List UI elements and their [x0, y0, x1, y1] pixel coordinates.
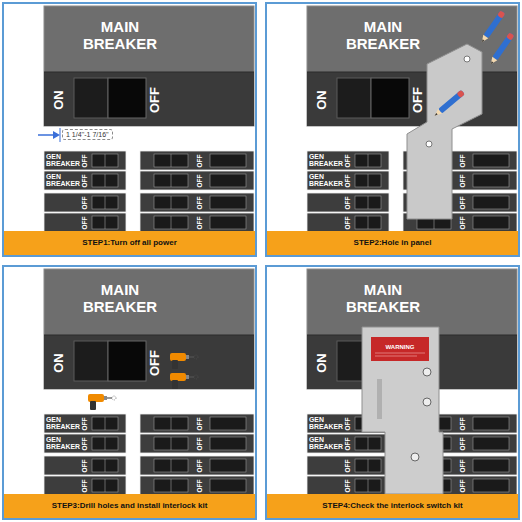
off-label: OFF — [344, 417, 351, 430]
breaker-label: GEN BREAKER — [46, 436, 79, 451]
off-label: OFF — [344, 459, 351, 472]
step-band: STEP1:Turn off all power — [4, 231, 255, 255]
switch-label: ON — [51, 353, 66, 373]
off-label: OFF — [344, 216, 351, 229]
breaker-label: GEN BREAKER — [46, 173, 79, 188]
breaker-title: MAIN BREAKER — [72, 18, 168, 53]
breaker-label: GEN BREAKER — [46, 153, 79, 168]
dimension-label: 1 1/4''-1 7/16'' — [62, 129, 113, 140]
off-label: OFF — [196, 154, 203, 167]
switch-label: ON — [314, 353, 329, 373]
off-label: OFF — [344, 154, 351, 167]
switch-label: ON — [51, 90, 66, 110]
off-label: OFF — [81, 459, 88, 472]
off-label: OFF — [81, 479, 88, 492]
step-caption: STEP3:Drill holes and install interlock … — [4, 494, 255, 518]
main-breaker: MAIN BREAKER ON OFF — [307, 6, 517, 126]
off-label: OFF — [196, 196, 203, 209]
step-panel: MAIN BREAKER ON OFF STEP2:Hole in panel GEN … — [265, 2, 520, 257]
off-label: OFF — [81, 417, 88, 430]
main-breaker: MAIN BREAKER ON — [307, 269, 517, 389]
off-label: OFF — [459, 417, 466, 430]
step-panel: MAIN BREAKER ON OFF STEP3:Drill holes and i… — [2, 265, 257, 520]
switch-label: OFF — [410, 87, 425, 113]
main-breaker: MAIN BREAKER ON OFF — [44, 269, 254, 389]
step-panel: MAIN BREAKER ON OFF STEP1:Turn off all powe… — [2, 2, 257, 257]
main-breaker: MAIN BREAKER ON OFF — [44, 6, 254, 126]
step-band: STEP3:Drill holes and install interlock … — [4, 494, 255, 518]
breaker-title: MAIN BREAKER — [72, 281, 168, 316]
breaker-label: GEN BREAKER — [46, 416, 79, 431]
off-label: OFF — [196, 459, 203, 472]
switch-label: ON — [314, 90, 329, 110]
breaker-label: GEN BREAKER — [309, 153, 342, 168]
off-label: OFF — [344, 437, 351, 450]
step-band: STEP4:Check the interlock switch kit — [267, 494, 518, 518]
off-label: OFF — [459, 437, 466, 450]
off-label: OFF — [196, 216, 203, 229]
switch-label: OFF — [147, 350, 162, 376]
switch-label: OFF — [147, 87, 162, 113]
off-label: OFF — [81, 174, 88, 187]
off-label: OFF — [344, 174, 351, 187]
breaker-title: MAIN BREAKER — [335, 18, 431, 53]
off-label: OFF — [81, 154, 88, 167]
breaker-label: GEN BREAKER — [309, 416, 342, 431]
off-label: OFF — [459, 459, 466, 472]
off-label: OFF — [81, 196, 88, 209]
step-caption: STEP2:Hole in panel — [267, 231, 518, 255]
off-label: OFF — [196, 174, 203, 187]
breaker-title: MAIN BREAKER — [335, 281, 431, 316]
off-label: OFF — [344, 479, 351, 492]
step-caption: STEP1:Turn off all power — [4, 231, 255, 255]
warning-label: WARNING — [386, 344, 415, 350]
off-label: OFF — [459, 479, 466, 492]
off-label: OFF — [459, 154, 466, 167]
off-label: OFF — [196, 417, 203, 430]
off-label: OFF — [344, 196, 351, 209]
off-label: OFF — [196, 437, 203, 450]
breaker-label: GEN BREAKER — [309, 436, 342, 451]
step-band: STEP2:Hole in panel — [267, 231, 518, 255]
step-panel: MAIN BREAKER ON STEP4:Check the interlock … — [265, 265, 520, 520]
off-label: OFF — [459, 196, 466, 209]
off-label: OFF — [81, 437, 88, 450]
step-caption: STEP4:Check the interlock switch kit — [267, 494, 518, 518]
off-label: OFF — [196, 479, 203, 492]
off-label: OFF — [459, 174, 466, 187]
off-label: OFF — [81, 216, 88, 229]
breaker-label: GEN BREAKER — [309, 173, 342, 188]
off-label: OFF — [459, 216, 466, 229]
